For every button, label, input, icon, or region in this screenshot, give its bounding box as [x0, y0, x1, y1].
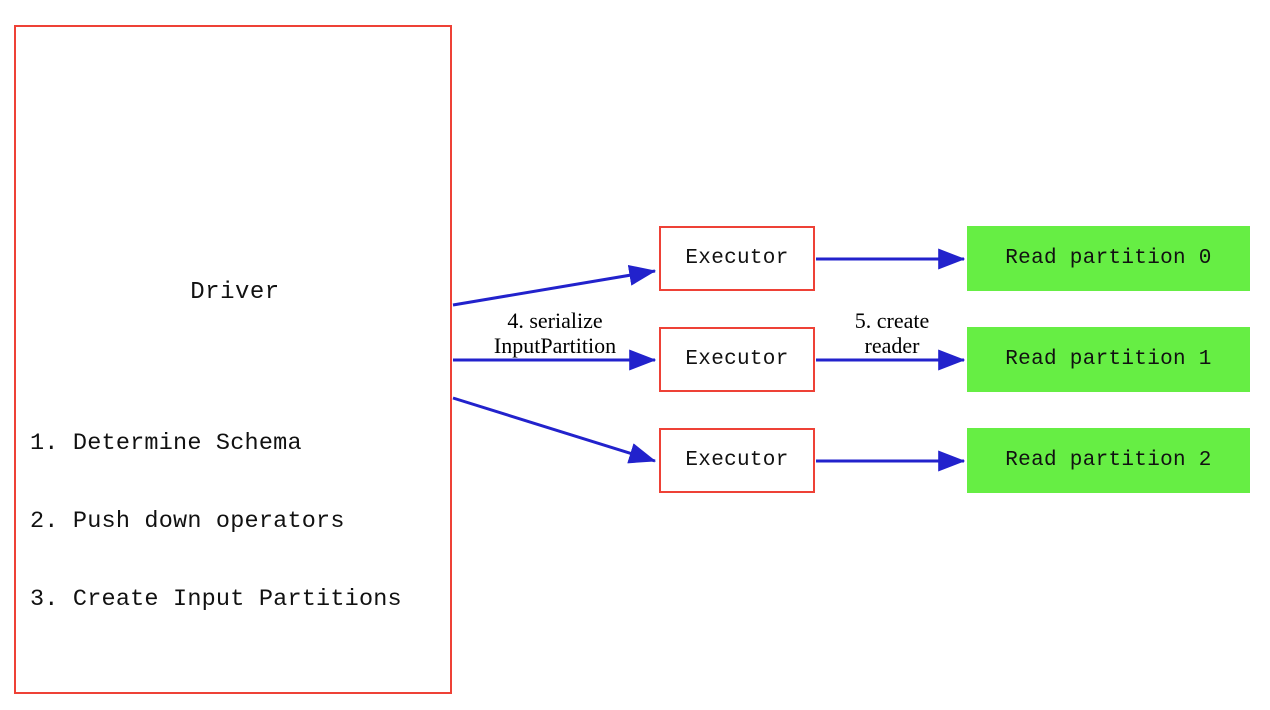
arrow-driver-to-executor-2: [452, 396, 657, 464]
driver-step-3: 3. Create Input Partitions: [30, 586, 402, 613]
executor-box-2: Executor: [659, 428, 815, 493]
driver-step-1: 1. Determine Schema: [30, 430, 302, 457]
executor-box-0: Executor: [659, 226, 815, 291]
edge-label-create-reader-line-2: reader: [864, 333, 920, 358]
edge-label-create-reader-line-1: 5. create: [854, 308, 930, 333]
edge-label-serialize-line-1: 4. serialize: [507, 308, 603, 333]
read-partition-box-1: Read partition 1: [967, 327, 1250, 392]
driver-steps-list: 1. Determine Schema 2. Push down operato…: [30, 379, 450, 665]
driver-step-2: 2. Push down operators: [30, 508, 345, 535]
read-partition-box-0: Read partition 0: [967, 226, 1250, 291]
edge-label-create-reader: 5. create reader: [822, 308, 962, 358]
driver-title: Driver: [190, 279, 280, 306]
arrow-driver-to-executor-0: [452, 264, 657, 307]
driver-box: Driver 1. Determine Schema 2. Push down …: [14, 25, 452, 694]
executor-box-1: Executor: [659, 327, 815, 392]
read-partition-box-2: Read partition 2: [967, 428, 1250, 493]
edge-label-serialize-input-partition: 4. serialize InputPartition: [455, 308, 655, 358]
edge-label-serialize-line-2: InputPartition: [493, 333, 617, 358]
